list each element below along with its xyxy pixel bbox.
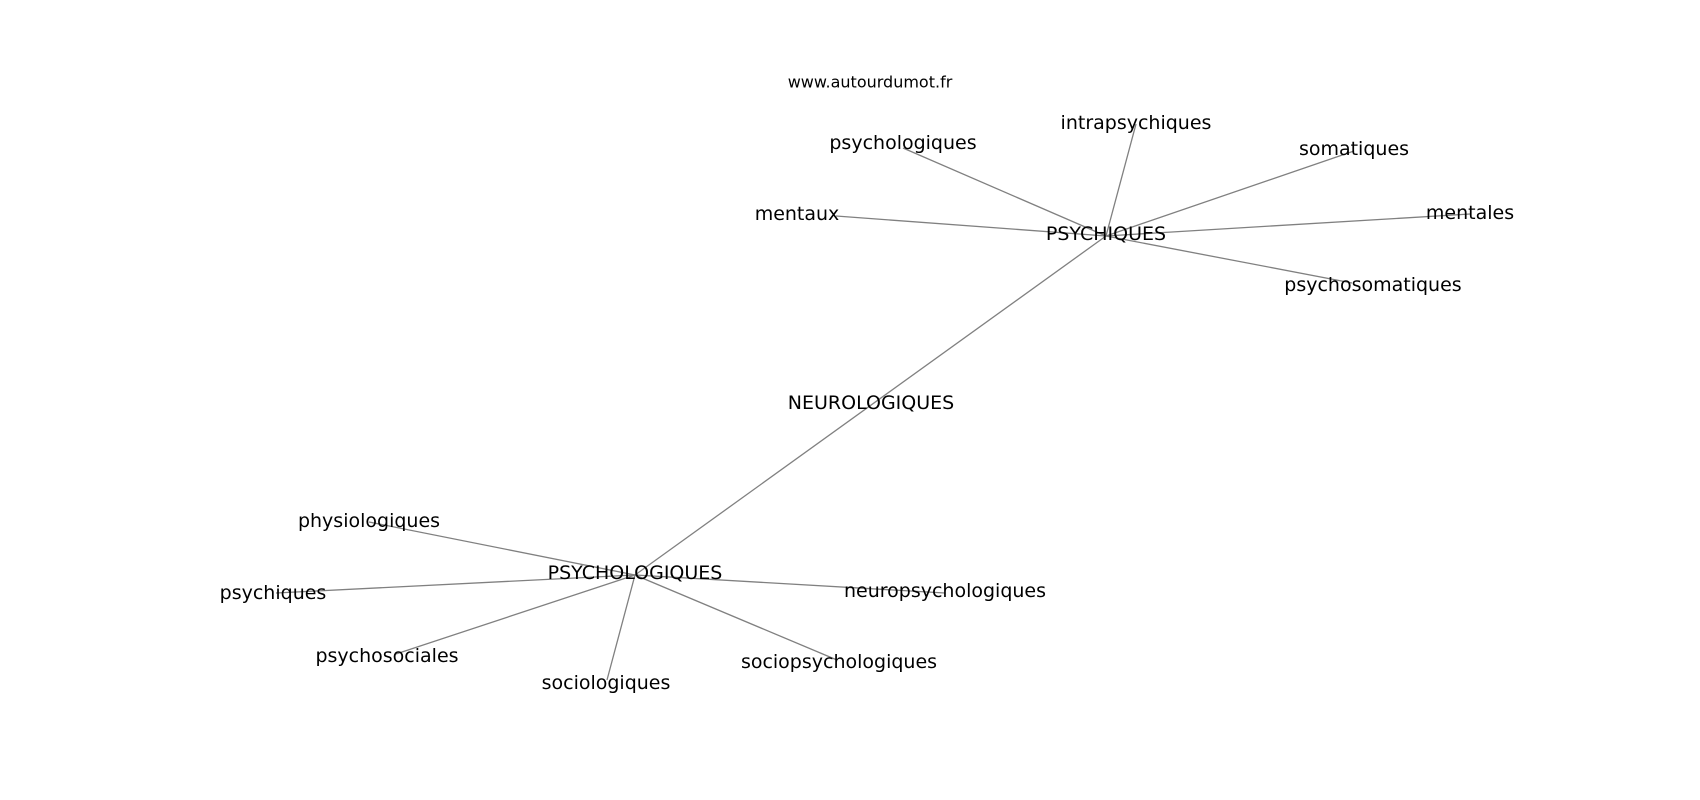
- edge-psychiques_hub-mentales: [1105, 213, 1471, 237]
- node-label-psychosomatiques: psychosomatiques: [1284, 274, 1461, 296]
- edge-psychiques_hub-psychologiques: [902, 147, 1107, 237]
- edge-psychiques_hub-somatiques: [1105, 150, 1355, 237]
- watermark-text: www.autourdumot.fr: [788, 73, 953, 92]
- labels-layer: NEUROLOGIQUES PSYCHIQUES PSYCHOLOGIQUES psy…: [220, 112, 1514, 694]
- node-label-sociologiques: sociologiques: [542, 672, 671, 694]
- edge-psychologiques_hub-physiologiques: [368, 521, 636, 576]
- edge-psychiques_hub-mentaux: [835, 215, 1107, 237]
- edge-psychologiques_hub-psychiques: [275, 574, 636, 594]
- edge-psychiques_hub-psychologiques_hub: [634, 235, 1107, 576]
- edge-psychologiques_hub-sociopsychologiques: [634, 574, 838, 661]
- edge-psychiques_hub-intrapsychiques: [1105, 123, 1137, 237]
- node-label-neurologiques: NEUROLOGIQUES: [788, 392, 954, 414]
- node-label-mentales: mentales: [1426, 202, 1514, 224]
- node-label-psychologiques: psychologiques: [829, 132, 976, 154]
- node-label-psychosociales: psychosociales: [315, 645, 458, 667]
- node-label-mentaux: mentaux: [755, 203, 840, 225]
- node-label-neuropsychologiques: neuropsychologiques: [844, 580, 1046, 602]
- edge-psychologiques_hub-sociologiques: [606, 574, 636, 681]
- node-label-somatiques: somatiques: [1299, 138, 1409, 160]
- node-label-sociopsychologiques: sociopsychologiques: [741, 651, 937, 673]
- edges-layer: [275, 123, 1471, 681]
- node-label-psychiques_hub: PSYCHIQUES: [1046, 223, 1166, 245]
- node-label-psychiques: psychiques: [220, 582, 327, 604]
- edge-psychiques_hub-psychosomatiques: [1105, 235, 1353, 284]
- edge-psychologiques_hub-psychosociales: [395, 574, 636, 655]
- edge-psychologiques_hub-neuropsychologiques: [634, 574, 946, 594]
- node-label-psychologiques_hub: PSYCHOLOGIQUES: [548, 562, 723, 584]
- node-label-physiologiques: physiologiques: [298, 510, 440, 532]
- node-label-intrapsychiques: intrapsychiques: [1061, 112, 1212, 134]
